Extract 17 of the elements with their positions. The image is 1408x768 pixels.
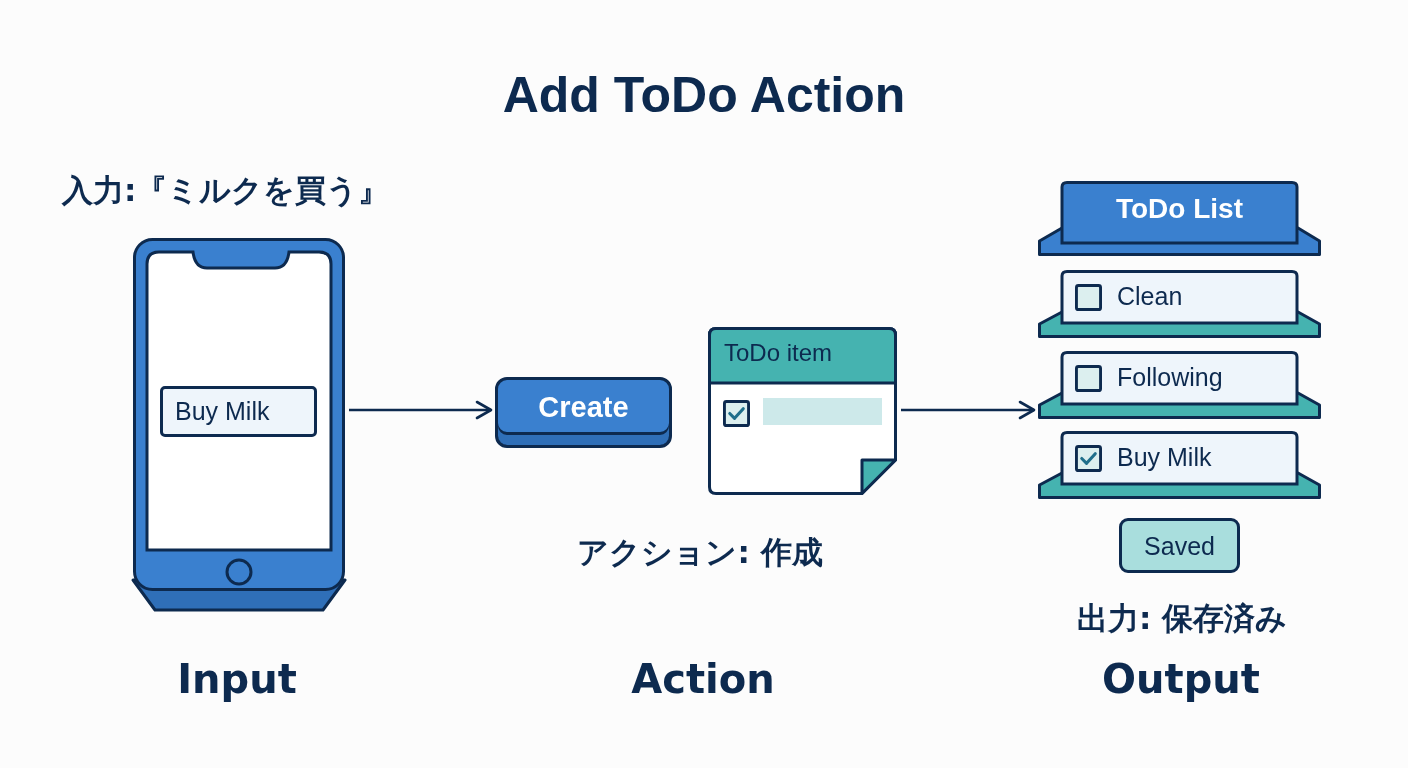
arrow	[901, 400, 1036, 420]
output-caption: 出力: 保存済み	[1075, 599, 1289, 638]
column-label: Input	[176, 656, 298, 702]
item-text: Following	[1117, 363, 1223, 392]
action-caption: アクション: 作成	[576, 533, 824, 572]
diagram-title: Add ToDo Action	[501, 66, 907, 124]
input-caption: 入力:『ミルクを買う』	[62, 171, 390, 210]
create-button: Create	[495, 377, 672, 448]
arrow	[349, 400, 493, 420]
column-label: Output	[1101, 656, 1261, 702]
card-header: ToDo item	[724, 339, 833, 367]
list-title: ToDo List	[1115, 193, 1244, 225]
item-text: Buy Milk	[1117, 443, 1212, 472]
item-text: Clean	[1117, 282, 1183, 311]
column-label: Action	[630, 656, 776, 702]
status-badge: Saved	[1119, 518, 1240, 573]
text-field: Buy Milk	[160, 386, 317, 437]
